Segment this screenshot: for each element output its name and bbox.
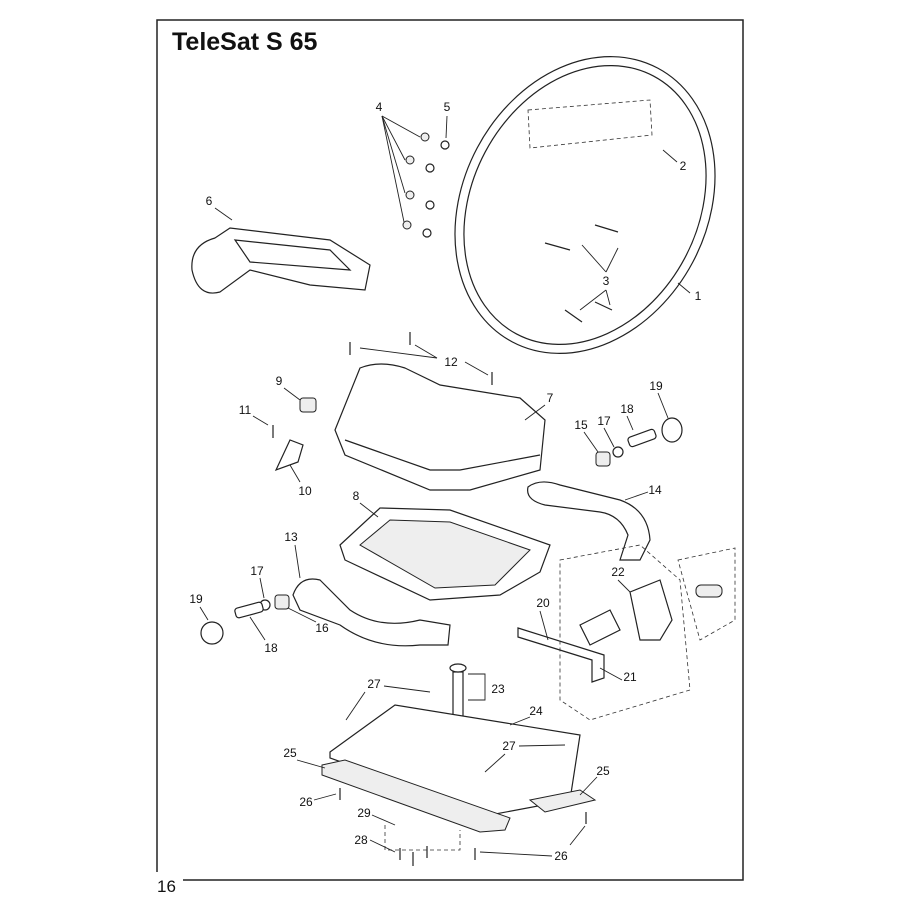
callout-17-right: 17	[597, 414, 611, 428]
callout-18-right: 18	[620, 402, 634, 416]
callout-7: 7	[547, 391, 554, 405]
callout-26-left: 26	[299, 795, 313, 809]
lnb-bar	[517, 627, 605, 683]
rail-right	[528, 789, 597, 813]
callout-11: 11	[239, 403, 252, 417]
satellite-dish	[454, 56, 716, 354]
callout-3: 3	[603, 274, 610, 288]
callout-19-left: 19	[189, 592, 203, 606]
clip-part	[299, 397, 317, 413]
right-arm	[527, 481, 651, 561]
callout-1: 1	[695, 289, 702, 303]
leader-lines	[199, 115, 691, 857]
callout-24: 24	[529, 704, 543, 718]
callout-13: 13	[284, 530, 298, 544]
callout-28: 28	[354, 833, 368, 847]
page-title: TeleSat S 65	[172, 28, 318, 56]
callout-8: 8	[353, 489, 360, 503]
callout-15: 15	[574, 418, 588, 432]
rail-left	[321, 759, 511, 833]
page-number: 16	[157, 877, 176, 896]
callout-16: 16	[315, 621, 329, 635]
callout-18-left: 18	[264, 641, 278, 655]
callout-21: 21	[623, 670, 637, 684]
callout-26-right: 26	[554, 849, 568, 863]
callout-27-top: 27	[367, 677, 381, 691]
callout-23: 23	[491, 682, 505, 696]
callout-17-left: 17	[250, 564, 264, 578]
lnb	[629, 579, 673, 641]
callout-27-bottom: 27	[502, 739, 516, 753]
callout-5: 5	[444, 100, 451, 114]
callout-22: 22	[611, 565, 625, 579]
callout-10: 10	[298, 484, 312, 498]
callout-4: 4	[376, 100, 383, 114]
callout-12: 12	[444, 355, 458, 369]
callout-20: 20	[536, 596, 550, 610]
callout-6: 6	[206, 194, 213, 208]
nut-15	[595, 451, 611, 467]
callout-9: 9	[276, 374, 283, 388]
page-frame	[156, 19, 744, 881]
callout-29: 29	[357, 806, 371, 820]
bracket-part	[274, 439, 304, 472]
callout-2: 2	[680, 159, 687, 173]
left-arm	[292, 578, 451, 647]
dish-housing	[334, 363, 546, 491]
nuts-and-washers	[402, 132, 450, 238]
callout-19-right: 19	[649, 379, 663, 393]
callout-14: 14	[648, 483, 662, 497]
callout-25-left: 25	[283, 746, 297, 760]
callout-25-right: 25	[596, 764, 610, 778]
